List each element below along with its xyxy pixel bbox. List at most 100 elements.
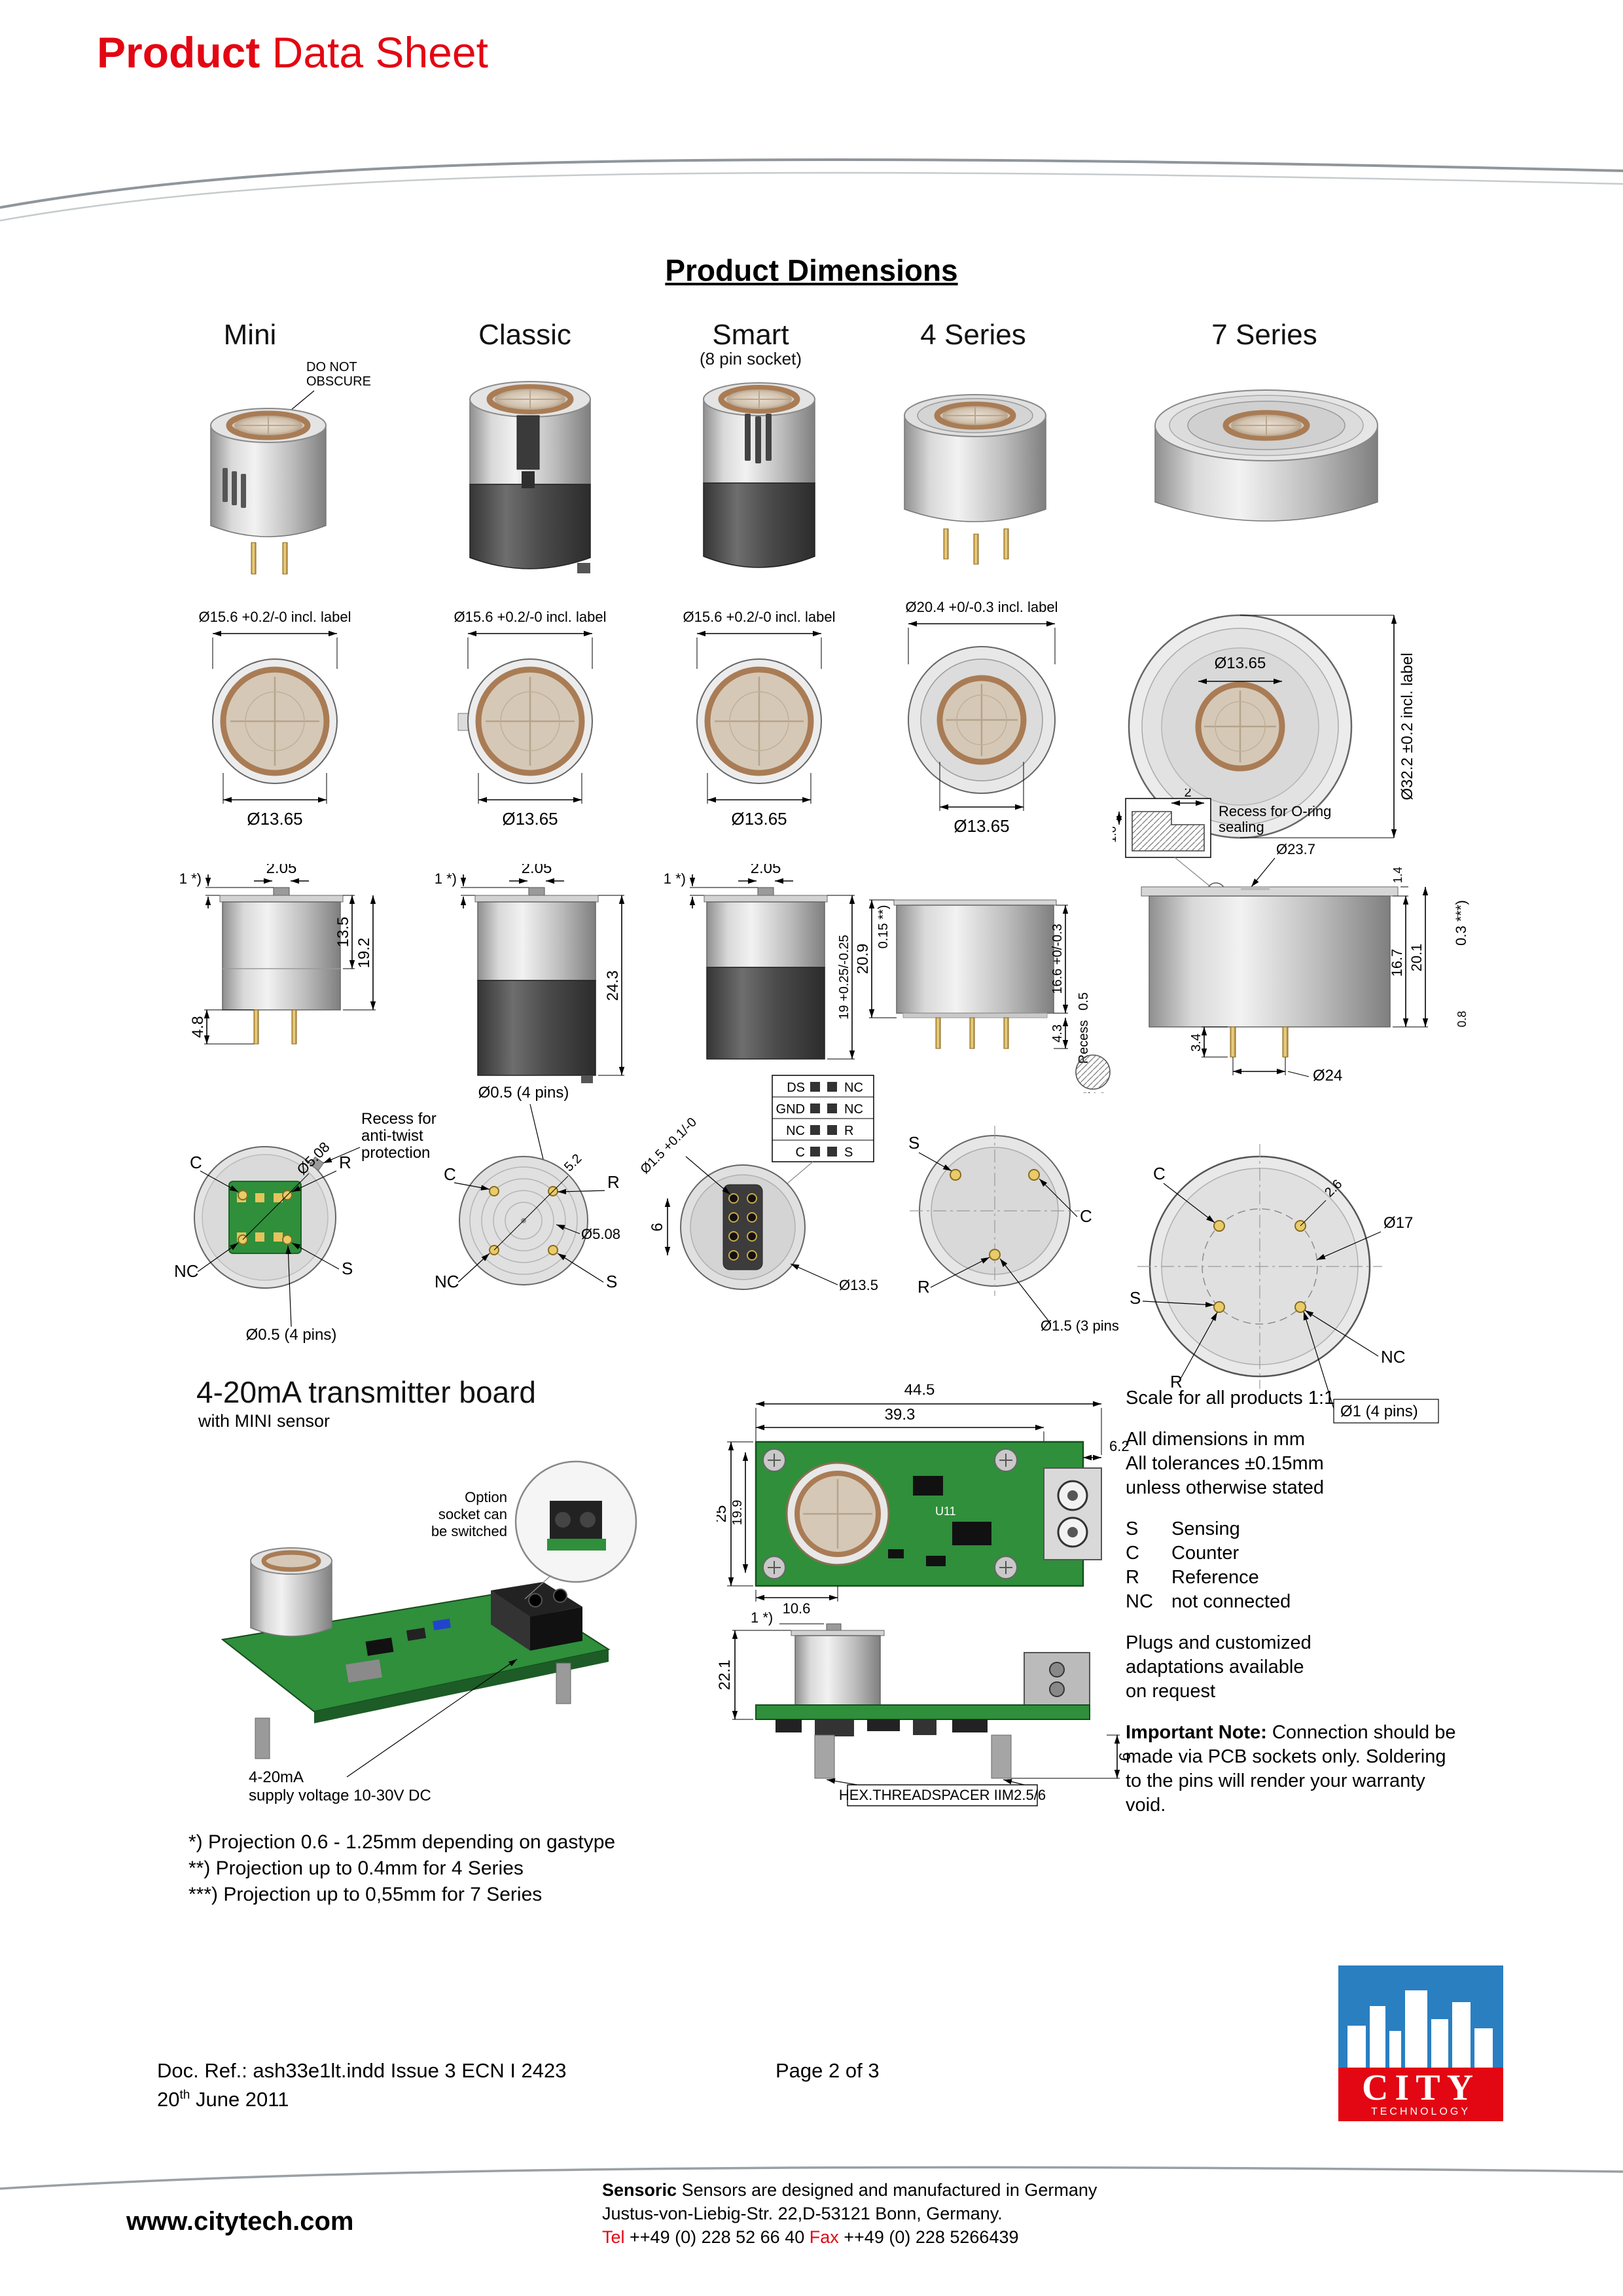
pin-label: S: [1130, 1288, 1141, 1308]
pin-label: R: [844, 1124, 853, 1138]
7series-side-view: 2 1.6 Recess for O-ring sealing Ø23.7 16…: [1113, 789, 1469, 1085]
notes-column: Scale for all products 1:1 All dimension…: [1126, 1386, 1466, 1818]
dim-label: 1.4: [1391, 867, 1404, 883]
7series-bottom-view: C 2.6 Ø17 S R NC Ø1 (4 pins): [1130, 1144, 1439, 1424]
important-note-text: Connection should be made via PCB socket…: [1126, 1722, 1456, 1816]
dim-label: 19.2: [355, 938, 373, 969]
pin-label: R: [339, 1153, 351, 1172]
plugs-note: Plugs and customized: [1126, 1632, 1311, 1653]
page-number: Page 2 of 3: [776, 2059, 880, 2082]
dim-label: 19.9: [730, 1500, 745, 1526]
dim-label: Ø0.5 (4 pins): [478, 1084, 569, 1102]
dim-label: Ø5.08: [581, 1226, 620, 1242]
logo-technology-text: TECHNOLOGY: [1370, 2106, 1471, 2117]
pin-label: NC: [844, 1102, 863, 1117]
dim-label: HEX.THREADSPACER IIM2.5/6: [839, 1787, 1046, 1803]
dim-label: Ø23.7: [1276, 841, 1315, 857]
section-title: Product Dimensions: [665, 253, 958, 287]
mini-side-view: 2.05 1 *) 13.5 19.2 4.8: [179, 864, 376, 1045]
legend-key: C: [1126, 1543, 1139, 1564]
document-title-bold: Product: [97, 28, 260, 77]
logo-city-text: CITY: [1361, 2068, 1480, 2108]
fax-label: Fax: [809, 2227, 839, 2247]
7series-3d-view: [1154, 389, 1378, 522]
pin-label: R: [918, 1277, 930, 1297]
pin-label: C: [1080, 1206, 1092, 1226]
col-title-mini: Mini: [223, 319, 277, 351]
legend-value: not connected: [1171, 1591, 1291, 1612]
dim-label: 13.5: [334, 917, 352, 948]
doc-date-rest: June 2011: [190, 2088, 289, 2111]
dim-label: 25: [717, 1505, 730, 1523]
address-rest: Sensors are designed and manufactured in…: [677, 2180, 1097, 2200]
dim-label: 24.3: [604, 971, 622, 1001]
dim-label: Ø13.65: [502, 809, 558, 829]
dim-label: Ø1.5 (3 pins): [1041, 1318, 1119, 1334]
4series-side-view: 0.15 **) 20.9 16.6 +0/-0.3 4.3 0.5 Reces…: [857, 899, 1111, 1093]
dim-label: 20.9: [857, 944, 872, 975]
pin-label: C: [190, 1153, 202, 1172]
note-label: protection: [361, 1144, 430, 1162]
dim-note: All tolerances ±0.15mm: [1126, 1453, 1324, 1474]
pin-label: S: [908, 1133, 919, 1153]
dim-label: Recess: [1077, 1020, 1091, 1064]
pin-label: DS: [787, 1081, 805, 1095]
classic-top-view: Ø15.6 +0.2/-0 incl. label Ø13.65: [454, 609, 607, 829]
dim-label: 39.3: [885, 1406, 916, 1424]
col-title-7series: 7 Series: [1211, 319, 1317, 351]
dim-label: 0.8: [1455, 1011, 1469, 1027]
warn-label: DO NOT: [306, 360, 357, 374]
dim-label: 0.15 **): [876, 905, 891, 949]
4series-3d-view: [904, 394, 1046, 565]
website-url: www.citytech.com: [126, 2207, 354, 2236]
doc-date-sup: th: [179, 2088, 190, 2102]
classic-bottom-view: Ø0.5 (4 pins) C R NC S 5.2 Ø5.08: [435, 1084, 620, 1291]
dim-label: 16.6 +0/-0.3: [1050, 924, 1065, 994]
dim-label: 6.2: [1109, 1438, 1130, 1454]
address-line3: Tel ++49 (0) 228 52 66 40 Fax ++49 (0) 2…: [602, 2225, 1097, 2249]
dim-label: 6: [1116, 1752, 1134, 1761]
dim-label: Ø18: [1079, 1090, 1107, 1093]
mini-top-view: Ø15.6 +0.2/-0 incl. label Ø13.65: [199, 609, 351, 829]
address-line1: Sensoric Sensors are designed and manufa…: [602, 2178, 1097, 2202]
dim-label: 1 *): [751, 1609, 773, 1626]
dim-label: 6: [649, 1223, 666, 1231]
pin-label: S: [342, 1259, 353, 1278]
dim-label: 16.7: [1389, 949, 1405, 977]
pin-label: NC: [174, 1261, 199, 1281]
note-label: sealing: [1219, 819, 1264, 835]
dim-label: Ø15.6 +0.2/-0 incl. label: [454, 609, 607, 625]
footer-divider: [0, 2166, 1623, 2190]
note-label: socket can: [438, 1506, 507, 1522]
warn-label: OBSCURE: [306, 374, 371, 389]
pin-label: GND: [776, 1102, 805, 1117]
dim-label: 3.4: [1189, 1033, 1204, 1052]
dim-label: Ø13.65: [247, 809, 302, 829]
dim-label: 1 *): [179, 870, 202, 887]
dim-label: 2.05: [266, 864, 297, 877]
dim-label: Ø32.2 ±0.2 incl. label: [1399, 653, 1416, 800]
pin-label: R: [607, 1172, 620, 1192]
col-title-classic: Classic: [478, 319, 571, 351]
dim-label: 1 *): [435, 870, 457, 887]
tx-pcb-top-view: 44.5 39.3 U11 6.2 25 19.9: [717, 1384, 1130, 1617]
dim-label: 10.6: [783, 1600, 811, 1617]
dim-label: Ø17: [1383, 1214, 1413, 1232]
dim-label: Ø13.65: [731, 809, 787, 829]
tx-pcb-side-view: 1 *) 22.1 6 HEX.THREADSPACER IIM2.5/6: [717, 1609, 1134, 1806]
dim-label: 4.3: [1050, 1024, 1065, 1043]
note-label: Recess for O-ring: [1219, 803, 1331, 819]
dim-label: 20.1: [1408, 944, 1425, 972]
plugs-note: adaptations available: [1126, 1657, 1304, 1677]
smart-bottom-view: DS NC GND NC NC R C S Ø1.5 +0.1/-0 6 Ø13…: [641, 1075, 878, 1293]
tx-title: 4-20mA transmitter board: [196, 1375, 537, 1409]
logo-wordmark: CITY TECHNOLOGY: [1338, 2068, 1503, 2121]
footnote: **) Projection up to 0.4mm for 4 Series: [188, 1857, 524, 1879]
dim-label: Ø20.4 +0/-0.3 incl. label: [906, 599, 1058, 615]
pin-label: S: [844, 1145, 853, 1160]
address-block: Sensoric Sensors are designed and manufa…: [602, 2178, 1097, 2249]
dim-label: 2.05: [522, 864, 552, 877]
scale-note: Scale for all products 1:1: [1126, 1388, 1335, 1408]
